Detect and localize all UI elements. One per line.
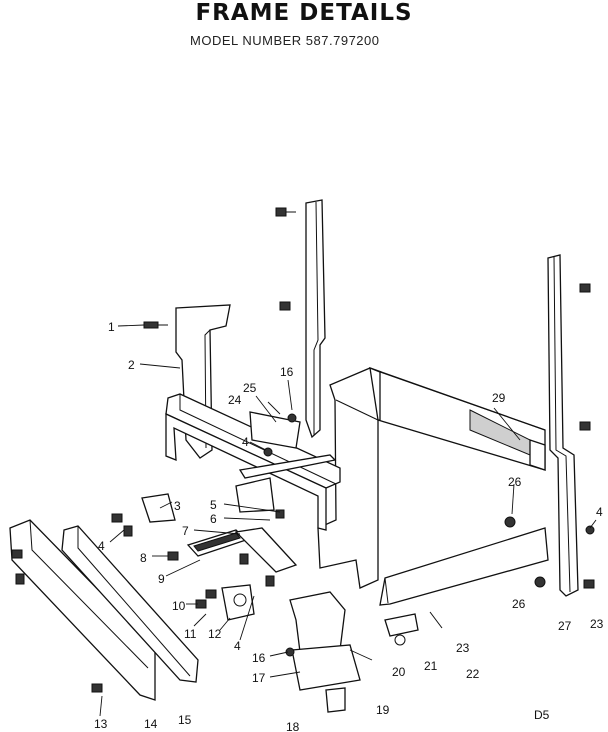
- callout-27: 27: [558, 619, 572, 633]
- callout-2: 2: [128, 358, 135, 372]
- part-3-clip: [141, 493, 176, 523]
- screw-icon: [275, 509, 285, 519]
- callout-26b: 26: [512, 597, 526, 611]
- callout-16a: 16: [280, 365, 294, 379]
- part-21-hardware: [384, 613, 419, 646]
- screw-icon: [585, 525, 595, 535]
- callout-11: 11: [184, 627, 197, 641]
- screw-icon: [205, 589, 217, 599]
- part-14-long-bar: [9, 519, 156, 701]
- screw-icon: [534, 576, 546, 588]
- callout-16b: 16: [252, 651, 266, 665]
- callout-4d: 4: [596, 505, 603, 519]
- callout-25: 25: [243, 381, 257, 395]
- part-15-angle-bar: [61, 525, 199, 683]
- screw-icon: [91, 683, 103, 693]
- callout-20: 20: [392, 665, 406, 679]
- screw-icon: [579, 421, 591, 431]
- screw-icon: [579, 283, 591, 293]
- callout-5: 5: [210, 498, 217, 512]
- screw-icon: [265, 575, 275, 587]
- callout-4a: 4: [98, 539, 105, 553]
- callout-4c: 4: [234, 639, 241, 653]
- callout-9: 9: [158, 572, 165, 586]
- callout-10: 10: [172, 599, 186, 613]
- callout-23a: 23: [456, 641, 470, 655]
- part-24-plate: [249, 411, 301, 449]
- screw-icon: [15, 573, 25, 585]
- part-27-right-upright: [547, 254, 579, 597]
- screw-icon: [143, 321, 168, 329]
- callout-13: 13: [94, 717, 108, 731]
- part-7-bracket: [234, 527, 298, 573]
- part-23-screw: [429, 611, 443, 629]
- callout-21: 21: [424, 659, 438, 673]
- screw-icon: [287, 413, 297, 423]
- screw-icon: [583, 579, 595, 589]
- screw-icon: [123, 525, 133, 537]
- screw-icons: [11, 207, 595, 693]
- callout-labels: 1 2 3 4 4 4 4 5 6 7 8 9 10 11 12 13 14 1…: [94, 320, 604, 732]
- screw-icon: [279, 301, 291, 311]
- screw-icon: [167, 551, 179, 561]
- callout-4b: 4: [242, 435, 249, 449]
- callout-26a: 26: [508, 475, 522, 489]
- screw-icon: [111, 513, 123, 523]
- callout-7: 7: [182, 524, 189, 538]
- part-26-bottom-bar: [379, 527, 549, 606]
- screw-icon: [11, 549, 23, 559]
- callout-14: 14: [144, 717, 158, 731]
- part-9-plate: [186, 529, 248, 557]
- part-20-bracket-mechanism: [289, 591, 361, 713]
- callout-24: 24: [228, 393, 242, 407]
- callout-15: 15: [178, 713, 192, 727]
- screw-icon: [275, 207, 296, 217]
- callout-17: 17: [252, 671, 266, 685]
- model-number: MODEL NUMBER 587.797200: [190, 33, 380, 48]
- inner-cross-bar: [235, 454, 337, 513]
- callout-8: 8: [140, 551, 147, 565]
- callout-6: 6: [210, 512, 217, 526]
- callout-22: 22: [466, 667, 480, 681]
- callout-23b: 23: [590, 617, 604, 631]
- rear-upright-post: [305, 199, 326, 439]
- page-code: D5: [534, 708, 550, 722]
- callout-1: 1: [108, 320, 115, 334]
- leader-lines: [99, 324, 597, 717]
- callout-19: 19: [376, 703, 390, 717]
- screw-icon: [504, 516, 516, 528]
- screw-icon: [239, 553, 249, 565]
- callout-29: 29: [492, 391, 506, 405]
- diagram-title: FRAME DETAILS: [195, 0, 413, 26]
- callout-12: 12: [208, 627, 222, 641]
- part-29-support-bar: [469, 409, 546, 471]
- part-12-latch-assembly: [221, 584, 255, 621]
- callout-18: 18: [286, 720, 300, 732]
- callout-3: 3: [174, 499, 181, 513]
